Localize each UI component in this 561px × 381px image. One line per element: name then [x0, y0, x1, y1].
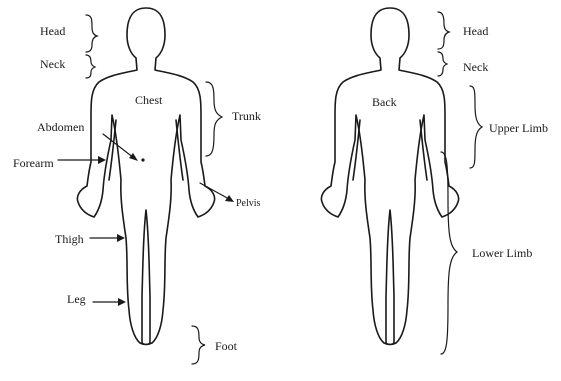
front-body-outline	[77, 8, 214, 344]
front-chest-label: Chest	[135, 93, 163, 107]
front-forearm-arrowhead	[98, 156, 106, 164]
front-pelvis-arrowhead	[225, 195, 234, 202]
front-head-label: Head	[40, 24, 65, 38]
back-left-inner-arm	[353, 120, 360, 180]
front-thigh-arrowhead	[117, 234, 125, 242]
front-abdomen-label: Abdomen	[37, 120, 84, 134]
front-neck-label: Neck	[40, 57, 65, 71]
front-thigh-label: Thigh	[55, 232, 84, 246]
front-neck-brace	[86, 55, 95, 78]
back-lower-limb-label: Lower Limb	[472, 246, 532, 260]
front-pelvis-label: Pelvis	[236, 198, 261, 209]
back-neck-label: Neck	[463, 60, 488, 74]
front-foot-brace	[192, 326, 205, 364]
front-abdomen-arrowhead	[129, 153, 138, 161]
front-leg-label: Leg	[67, 292, 86, 306]
back-neck-brace	[438, 52, 447, 76]
front-left-inner-arm	[109, 120, 116, 180]
front-figure	[77, 8, 214, 344]
front-head-brace	[86, 15, 97, 52]
back-right-inner-arm	[420, 120, 427, 180]
back-body-outline	[321, 8, 458, 344]
front-trunk-brace	[206, 82, 222, 156]
front-trunk-label: Trunk	[232, 109, 261, 123]
front-right-inner-arm	[176, 120, 183, 180]
back-back-label: Back	[372, 95, 397, 109]
front-forearm-label: Forearm	[13, 156, 54, 170]
back-head-brace	[438, 12, 449, 49]
back-upper-limb-brace	[470, 86, 482, 168]
front-abdomen-dot	[141, 158, 144, 161]
back-upper-limb-label: Upper Limb	[489, 121, 548, 135]
front-foot-label: Foot	[215, 339, 238, 353]
back-head-label: Head	[463, 24, 488, 38]
back-figure	[321, 8, 458, 344]
front-leg-arrowhead	[118, 298, 126, 306]
